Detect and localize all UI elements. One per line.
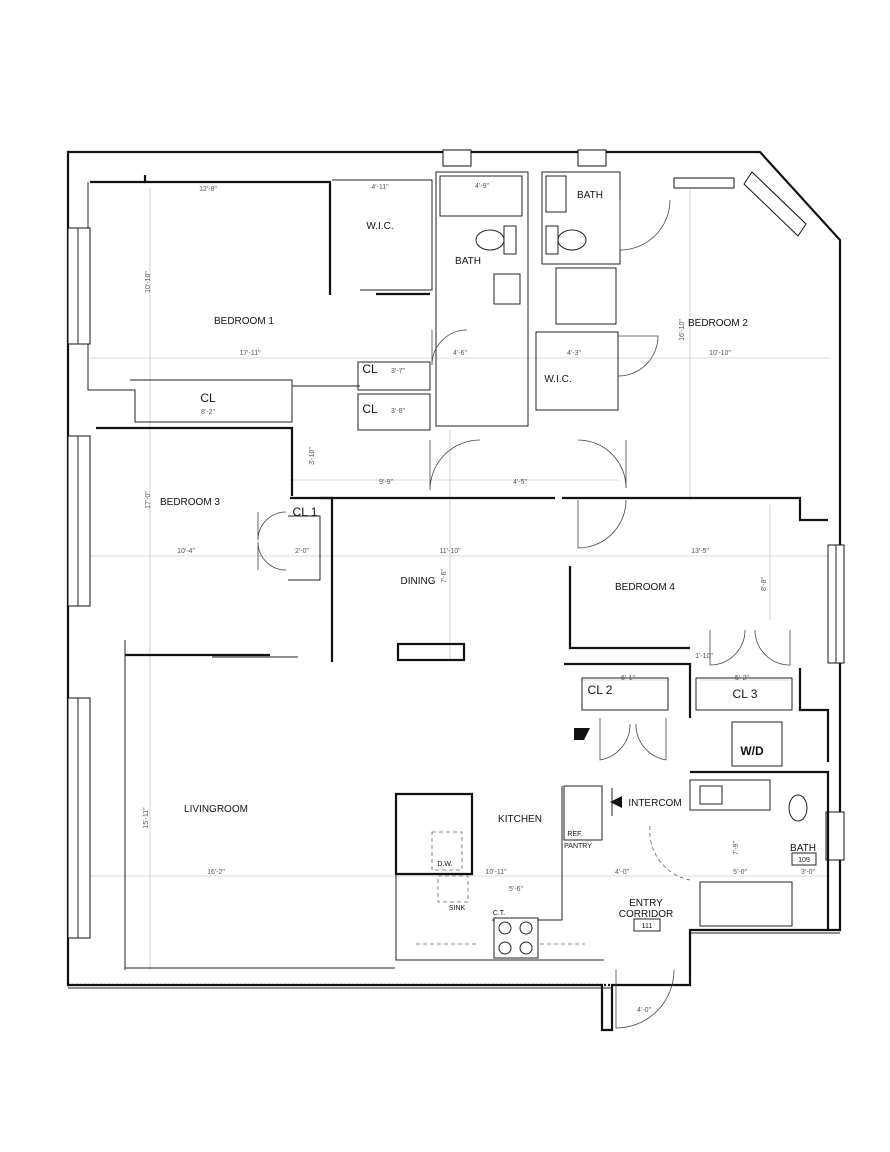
dimension-label: 16'-10" [679,319,686,341]
burner-icon [498,921,512,935]
dimension-label: 3'-10" [309,447,316,465]
dimension-label: 4'-5" [513,479,527,486]
dimension-label: 16'-2" [207,869,225,876]
outer-walls [66,150,842,1032]
room-label: CL 3 [733,687,758,701]
window [67,697,91,939]
room-label: CL 1 [293,505,318,519]
burner-icon [498,941,512,955]
dimension-label: 4'-6" [453,350,467,357]
dimension-label: 10'-10" [709,350,731,357]
room-label: BATH [455,256,481,267]
burner-icon [519,921,533,935]
dimension-label: 5'-0" [733,869,747,876]
dimension-label: 15'-11" [143,807,150,829]
interior-walls [96,171,830,970]
dimension-label: 4'-3" [567,350,581,357]
windows [67,149,845,939]
room-number: 111 [642,923,653,930]
room-label: DINING [401,576,436,587]
room-label: BEDROOM 4 [615,582,675,593]
room-label: BEDROOM 2 [688,318,748,329]
room-label: CL 2 [588,683,613,697]
room-label: W.I.C. [366,221,393,232]
room-label: CL [200,391,216,405]
room-label: W.I.C. [544,374,571,385]
appliance-label: C.T. [493,910,506,917]
window [67,227,91,345]
burner-icon [519,941,533,955]
appliance-label: SINK [449,905,466,912]
sink-icon [699,785,723,805]
window [743,171,807,237]
room-label: KITCHEN [498,814,542,825]
appliance-label: REF. [567,831,582,838]
dimension-label: 17'-11" [239,350,261,357]
dimension-label: 9'-9" [379,479,393,486]
doors [257,199,791,1029]
dimension-label: 10'-4" [177,548,195,555]
fixtures [416,225,808,955]
window [442,149,472,167]
dimension-label: 7'-9" [733,841,740,855]
room-labels: BEDROOM 1 BEDROOM 2 BEDROOM 3 BEDROOM 4 … [160,190,817,932]
dimension-label: 3'-7" [391,368,405,375]
room-label: BEDROOM 1 [214,316,274,327]
dimension-label: 6'-1" [621,675,635,682]
dimension-label: 1'-10" [695,653,713,660]
arrow-icon [574,728,590,740]
dimension-label: 3'-0" [801,869,815,876]
room-label: ENTRY [629,898,663,909]
dimension-label: 17'-0" [145,491,152,509]
dimension-label: 4'-9" [475,183,489,190]
toilet-icon [475,229,505,251]
dimension-label: 4'-0" [637,1007,651,1014]
window [673,177,735,189]
dimension-label: 4'-0" [615,869,629,876]
room-label: W/D [740,744,764,758]
dimension-label: 11'-10" [439,548,461,555]
dimension-label: 12'-8" [199,186,217,193]
dimension-lines [90,188,830,970]
room-label: BATH [577,190,603,201]
dimension-label: 3'-8" [391,408,405,415]
dimension-label: 5'-2" [735,675,749,682]
dimension-label: 8'-8" [761,577,768,591]
appliance-label: PANTRY [564,843,592,850]
room-number: 109 [798,857,810,864]
toilet-icon [788,794,808,822]
dimension-label: 8'-2" [201,409,215,416]
room-label: CL [362,362,378,376]
intercom-label: INTERCOM [628,798,681,809]
room-label: LIVINGROOM [184,804,248,815]
window [577,149,607,167]
dimension-label: 10'-10" [145,271,152,293]
dimension-label: 13'-5" [691,548,709,555]
room-label: BATH [790,843,816,854]
appliance-label: D.W. [437,861,452,868]
room-label: BEDROOM 3 [160,497,220,508]
window [825,811,845,861]
sink-icon [493,273,521,305]
dimension-label: 4'-11" [371,184,389,191]
dimension-label: 7'-6" [441,569,448,583]
dimension-label: 5'-6" [509,886,523,893]
toilet-icon [557,229,587,251]
room-label: CL [362,402,378,416]
dimension-label: 2'-0" [295,548,309,555]
window [67,435,91,607]
room-label: CORRIDOR [619,909,673,920]
dimension-labels: 12'-8" 4'-11" 4'-9" 10'-10" 17'-11" 8'-2… [143,183,815,1014]
dimension-label: 10'-11" [485,869,507,876]
arrow-icon [610,796,622,808]
